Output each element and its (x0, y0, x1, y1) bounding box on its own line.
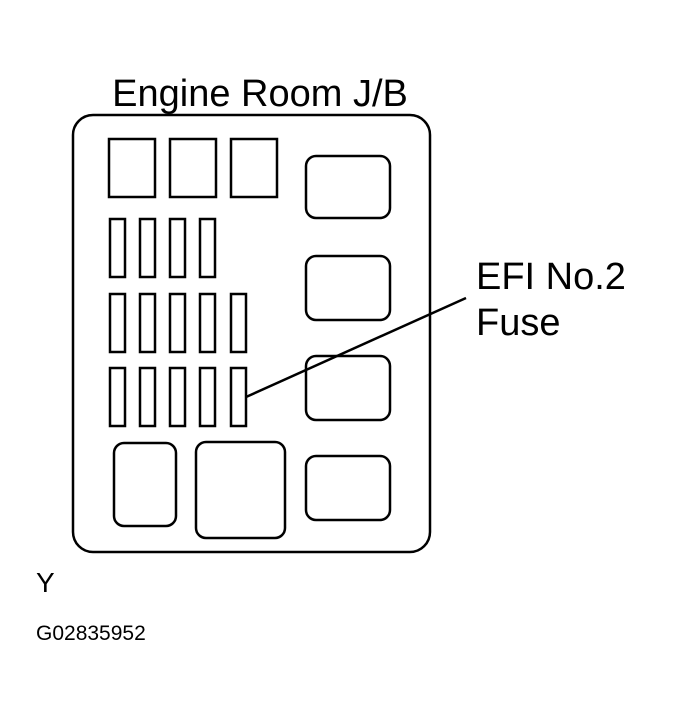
fuse-slot (138, 217, 157, 279)
callout-leader-line (245, 296, 467, 399)
fuse-slot (138, 366, 157, 428)
relay-slot (168, 137, 218, 199)
location-code: Y (36, 567, 55, 598)
fuse-slot (108, 217, 127, 279)
relay-slot (194, 440, 287, 540)
relay-slot (304, 154, 392, 220)
fuse-slot (108, 292, 127, 354)
callout-label-line2: Fuse (476, 302, 560, 344)
fuse-slot (198, 366, 217, 428)
fuse-slot (229, 292, 248, 354)
relay-slot (304, 354, 392, 422)
fuse-slot (108, 366, 127, 428)
callout-label-line1: EFI No.2 (476, 256, 626, 298)
relay-slot (304, 454, 392, 522)
fuse-slot (138, 292, 157, 354)
relay-slot (304, 254, 392, 322)
fuse-slot (198, 217, 217, 279)
fuse-slot (168, 292, 187, 354)
diagram-title: Engine Room J/B (112, 73, 408, 115)
fuse-slot (168, 366, 187, 428)
fuse-slot (168, 217, 187, 279)
efi-no2-fuse-slot (229, 366, 248, 428)
relay-slot (107, 137, 157, 199)
relay-slot (229, 137, 279, 199)
junction-block-outline (71, 113, 432, 554)
figure-id: G02835952 (36, 622, 146, 645)
relay-slot (112, 441, 178, 528)
fuse-slot (198, 292, 217, 354)
